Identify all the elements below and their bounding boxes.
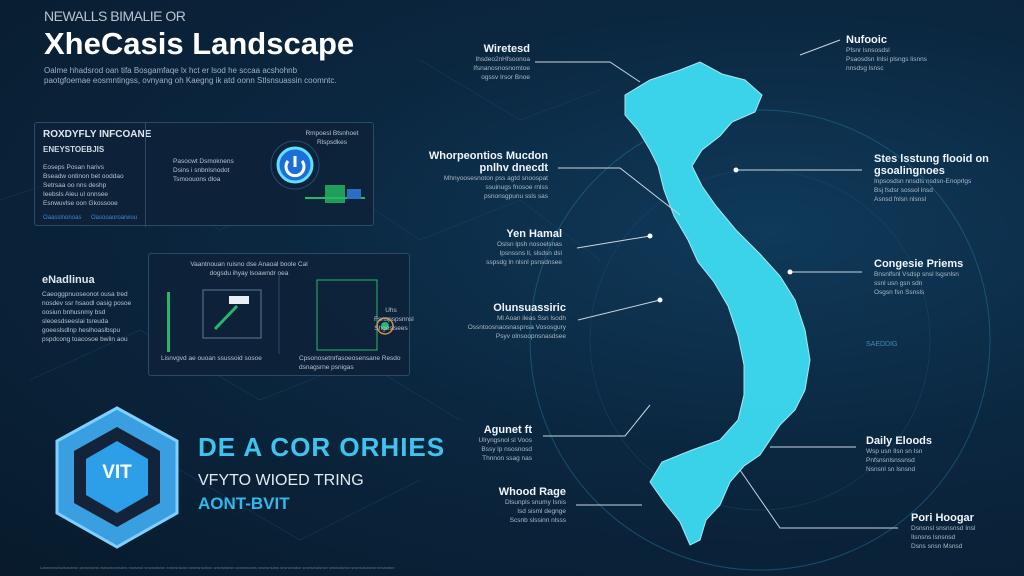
panel-caption-left: Lisnvgvd ae ouoan ssussoid sosoe xyxy=(161,355,262,362)
callout-text: Dlsunpls snumy Isnis xyxy=(504,499,566,506)
callout-text: Bnsnlfsnl Vsdsp snsl lsgsnlsn xyxy=(874,271,959,278)
callout-text: Wsp usn Ilsn sn Isn xyxy=(866,448,923,455)
intro-text: Oalme hhadsrod oan tifa Bosgamfaqe lx hc… xyxy=(44,66,337,85)
callout-text: Dsns snsn Msnsd xyxy=(911,543,963,550)
callout-text: ssuinugs fnosoe rnlss xyxy=(485,184,548,191)
callout-text: Psyv olnsoopnsnasdsee xyxy=(495,333,566,340)
callout-text: Thnnon ssag nas xyxy=(482,455,532,462)
panel-title: ROXDYFLY INFCOANE xyxy=(43,129,152,140)
brand-tagline: AONT-BVIT xyxy=(198,494,290,513)
callout-text: Inpsosdsn nnsdls nsdsn-Enoprlgs xyxy=(874,178,972,185)
callout-title: Pori Hoogar xyxy=(911,512,974,524)
center-line: Dsins i snbnlsnodot xyxy=(173,167,230,174)
callout-lines xyxy=(535,39,898,529)
side-text: Caeoggpnuoseonot ousa tred nosdev ssr hs… xyxy=(42,291,132,343)
callout-title: Whorpeontios Mucdon pnlhv dnecdt xyxy=(428,150,548,174)
panel-line: Eoseps Posan harivs xyxy=(43,164,105,171)
vit-hexagon-logo xyxy=(55,406,179,549)
logo-badge-text: VIT xyxy=(102,462,132,483)
callout-title: Wiretesd xyxy=(483,43,530,55)
eyebrow-text: NEWALLS BIMALIE OR xyxy=(44,8,186,24)
panel-link[interactable]: Oaasslnonoas xyxy=(43,215,82,221)
page-title: XheCasis Landscape xyxy=(44,26,355,61)
center-line: Tsmoouons dloa xyxy=(173,176,221,183)
brand-subline: VFYTO WIOED TRING xyxy=(198,472,364,489)
panel-line: Setrsaa oo nns deshp xyxy=(43,182,107,189)
panel-line: Ieebsls Aleu ul onnsee xyxy=(43,191,109,198)
callout-text: Dsnsnsl snsnsnsd Insl xyxy=(911,525,976,532)
panel-caption: Vaantnouan ruisno dse Anaoal boole Cal d… xyxy=(190,261,308,277)
map-label: SAEDDIG xyxy=(866,341,898,348)
callout-title: Stes lsstung flooid on gsoalingnoes xyxy=(874,153,989,177)
callout-text: nnsdsg lsnsc xyxy=(846,65,884,72)
callout-text: Ilsnsns lsnsnsd xyxy=(911,534,956,541)
callout-text: Nsnsnl sn lsnsnd xyxy=(866,466,916,473)
callout-title: Agunet ft xyxy=(483,424,532,436)
callout-text: Pnfsnsnlsnssnsd xyxy=(866,457,915,464)
power-gauge-icon xyxy=(270,140,365,203)
panel-subtitle: ENEYSTOEBJIS xyxy=(43,145,105,154)
brand-headline: DE A COR ORHIES xyxy=(198,432,446,462)
callout-title: Yen Hamal xyxy=(506,228,562,240)
callout-text: ssnl usn gsn sdn xyxy=(874,280,923,287)
callout-text: Bssy lp nsosnosd xyxy=(481,446,532,453)
callout-text: Ml Aoan ileas Ssn lsodh xyxy=(496,315,566,322)
callout-title: Whood Rage xyxy=(498,486,566,498)
footer-text: Lasseonsnsdsnsdnsn psnsnsdns nsnsdsnsnsd… xyxy=(40,565,395,570)
panel-center-text: Pasocwt Dsmoknens Dsins i snbnlsnodot Ts… xyxy=(173,157,234,184)
divider xyxy=(145,123,146,227)
panel-line: Esnwuvlse oon Gkossooe xyxy=(43,200,118,207)
side-title: eNadlinua xyxy=(42,274,95,286)
callout-text: Osgsn fsn Ssnsls xyxy=(874,289,925,296)
callout-text: Ihsdeo2nHfsoonoa xyxy=(475,56,530,63)
callout-title: Congesie Priems xyxy=(874,258,964,270)
callout-text: Ulryngsnol sl Voos xyxy=(478,437,532,444)
callout-text: Oslsn lpsh nosoelsnas xyxy=(496,241,562,248)
center-line: Pasocwt Dsmoknens xyxy=(173,158,234,165)
callout-title: Daily Eloods xyxy=(866,435,933,447)
panel-badge: Uhs Fsnspspsnnsl Shgeslsees xyxy=(374,307,414,332)
info-panel-middle: Vaantnouan ruisno dse Anaoal boole Cal d… xyxy=(148,253,414,376)
callout-text: Psaosdsn Inlsi plsngs lisnns xyxy=(846,56,927,63)
map-shape xyxy=(624,61,811,546)
callout-text: Ifsnanosnosnomtoe xyxy=(473,65,530,72)
callout-text: psnonsgpunu ssls sas xyxy=(484,193,548,200)
callout-text: Isd sisml degnge xyxy=(517,508,566,515)
equipment-illustration xyxy=(167,274,394,354)
info-panel-top: ROXDYFLY INFCOANE ENEYSTOEBJIS Eoseps Po… xyxy=(34,122,374,227)
panel-right-label: Rmpoesl Btsnhoet Rlspsdkes xyxy=(305,130,359,146)
callout-text: Ossntoosnaosnaspnsa Vososgury xyxy=(467,324,566,331)
panel-line: Bseadw ontinon bet ooddao xyxy=(43,173,124,180)
callout-text: Asnsd fnlsn nlsnsl xyxy=(874,196,927,203)
callout-text: Ipsnssns ll, slsdsn dsl xyxy=(499,250,563,257)
panel-caption-right: Cpsonosetnrfasoeosensane Resdo dsnagsrne… xyxy=(299,355,401,371)
callout-text: Pfsnr lsnsosdsl xyxy=(846,47,890,54)
callout-text: Mhnyoosesnoton pss agtd snoospat xyxy=(443,175,548,182)
callout-text: Scsnb slssinn nlsss xyxy=(509,517,566,524)
callout-title: Olunsuassiric xyxy=(493,302,566,314)
callout-text: ogssv Irsor Bnoe xyxy=(481,74,530,81)
callout-text: sspsdg ln nlsnl psnsdnsee xyxy=(486,259,562,266)
callout-text: Bsj fsdsr sossol lnsd xyxy=(874,187,933,194)
callout-title: Nufooic xyxy=(846,34,887,46)
panel-link[interactable]: Oasooaoroarwuu xyxy=(91,215,138,221)
